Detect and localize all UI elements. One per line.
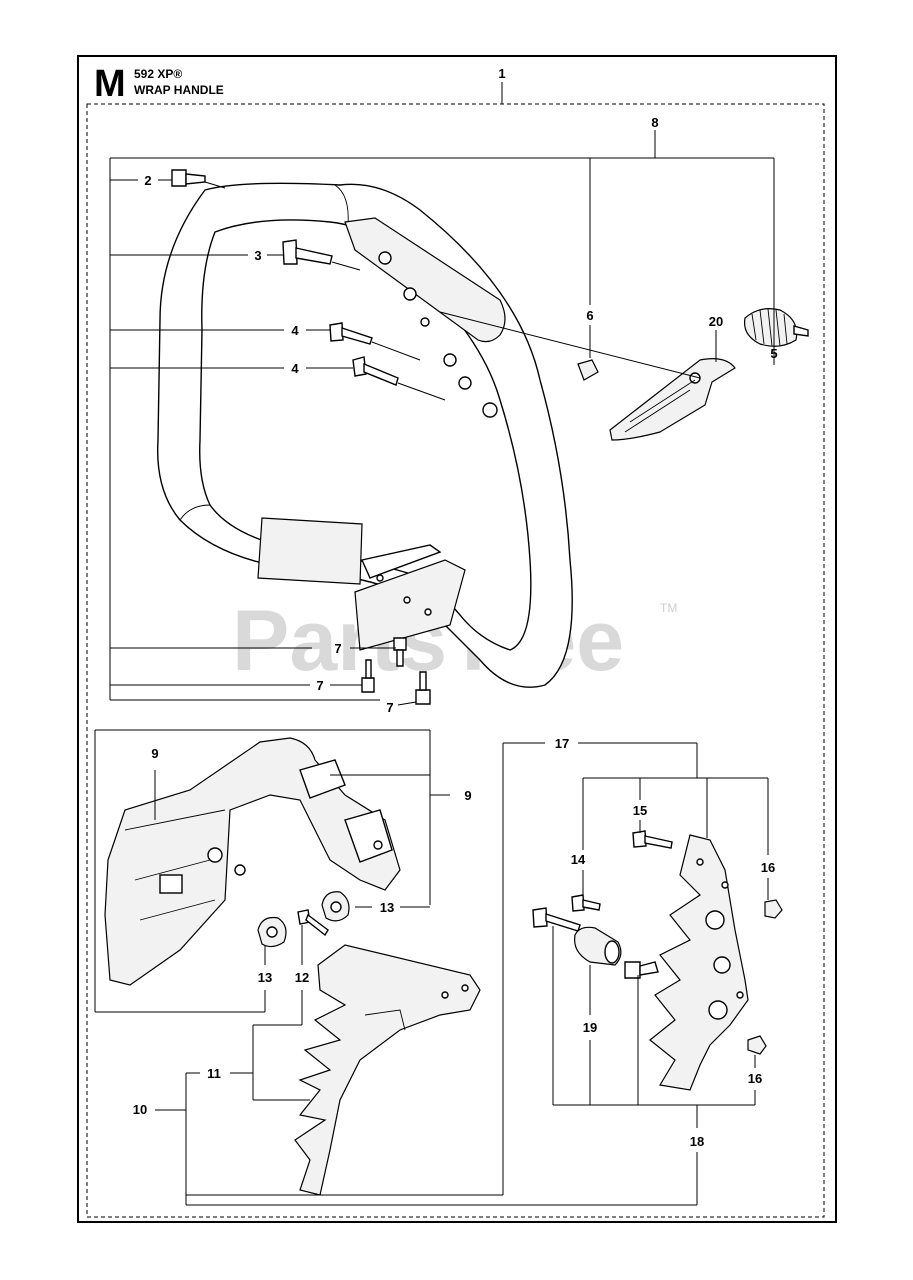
callout-4b: 4: [291, 361, 299, 376]
callout-18: 18: [690, 1134, 704, 1149]
model-label: 592 XP®: [134, 67, 182, 81]
spike-bracket-18: [649, 834, 749, 1091]
callout-9b: 9: [464, 788, 471, 803]
callout-3: 3: [254, 248, 261, 263]
callout-1: 1: [498, 66, 505, 81]
spacer-19: [573, 926, 622, 966]
nut-16b: [747, 1035, 767, 1055]
nut-16a: [764, 899, 783, 919]
chain-brake-assembly: [104, 737, 401, 986]
callout-12: 12: [295, 970, 309, 985]
screw-15: [632, 830, 673, 849]
callout-7c: 7: [386, 700, 393, 715]
screw-12: [297, 909, 329, 937]
screw-4a: [329, 322, 373, 345]
leader-lines-lower-right: [502, 742, 769, 1205]
callout-13b: 13: [258, 970, 272, 985]
callout-8: 8: [651, 115, 658, 130]
callout-16a: 16: [761, 860, 775, 875]
callout-9a: 9: [151, 746, 158, 761]
nut-13b: [257, 916, 287, 948]
leader-lines-lower-left: [94, 729, 697, 1206]
screw-14: [571, 894, 601, 912]
callout-11: 11: [207, 1066, 221, 1081]
screw-2: [171, 169, 206, 187]
subtitle-label: WRAP HANDLE: [134, 83, 224, 97]
outer-frame: [77, 55, 837, 1223]
callout-20: 20: [709, 314, 723, 329]
callout-7b: 7: [316, 678, 323, 693]
spring-5: [743, 308, 809, 347]
nut-6: [577, 359, 599, 381]
callout-4a: 4: [291, 323, 299, 338]
callout-17: 17: [555, 736, 569, 751]
screw-3: [282, 239, 333, 265]
callout-10: 10: [133, 1102, 147, 1117]
callout-2: 2: [144, 173, 151, 188]
bolt-long: [532, 907, 581, 932]
callout-16b: 16: [748, 1071, 762, 1086]
callout-14: 14: [571, 852, 586, 867]
callout-7a: 7: [334, 641, 341, 656]
callout-15: 15: [633, 803, 647, 818]
callout-6: 6: [586, 308, 593, 323]
nut-13a: [321, 891, 350, 922]
watermark-tm: TM: [660, 601, 677, 615]
screw-4b: [352, 356, 399, 386]
bumper-spike-10: [294, 944, 481, 1196]
callout-13a: 13: [380, 900, 394, 915]
bolts-7: [361, 637, 431, 705]
wrap-handle-bar: [156, 182, 573, 688]
section-letter: M: [94, 63, 126, 105]
bolt-spacer: [624, 961, 659, 979]
assembly-frame: [86, 103, 825, 1218]
callout-5: 5: [770, 346, 777, 361]
callout-19: 19: [583, 1020, 597, 1035]
leader-lines-upper: [109, 82, 775, 706]
